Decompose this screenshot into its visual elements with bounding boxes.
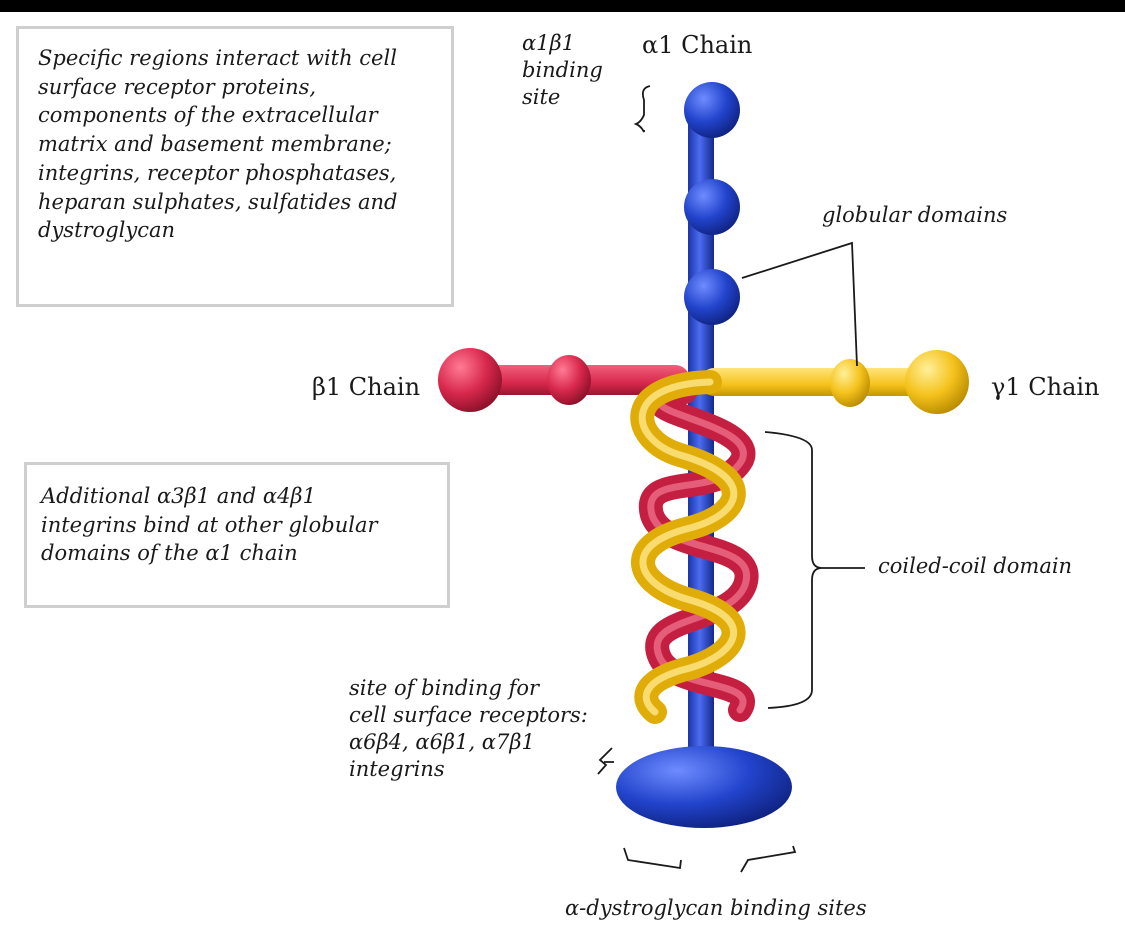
top-black-bar (0, 0, 1125, 12)
globular-domains-label: globular domains (822, 203, 1008, 227)
beta1-chain-arm (438, 348, 690, 412)
receptor-binding-site-label: site of binding for cell surface recepto… (349, 676, 588, 781)
annotation-lines (597, 85, 865, 873)
coiled-coil-domain-label: coiled-coil domain (878, 554, 1073, 578)
info-box-top-text: Specific regions interact with cell surf… (38, 46, 398, 243)
coiled-coil-bracket (764, 431, 823, 709)
gamma1-chain-arm (700, 350, 969, 414)
gamma1-chain-label: γ1 Chain (991, 373, 1100, 401)
binding-site-bracket (633, 85, 651, 133)
alpha1-g-domain-base (616, 746, 792, 828)
receptor-site-bracket (597, 747, 614, 775)
globular-domains-leader (741, 241, 858, 367)
dystroglycan-bracket-left (623, 847, 682, 870)
beta1-chain-label: β1 Chain (312, 373, 421, 401)
info-box-bottom (24, 462, 450, 608)
alpha1-beta1-binding-site-label: α1β1 binding site (522, 31, 603, 109)
alpha1-chain-label: α1 Chain (642, 31, 753, 59)
dystroglycan-binding-sites-label: α-dystroglycan binding sites (565, 896, 867, 920)
dystroglycan-bracket-right (740, 845, 797, 873)
info-box-top (16, 26, 454, 307)
info-box-bottom-text: Additional α3β1 and α4β1 integrins bind … (41, 484, 378, 566)
